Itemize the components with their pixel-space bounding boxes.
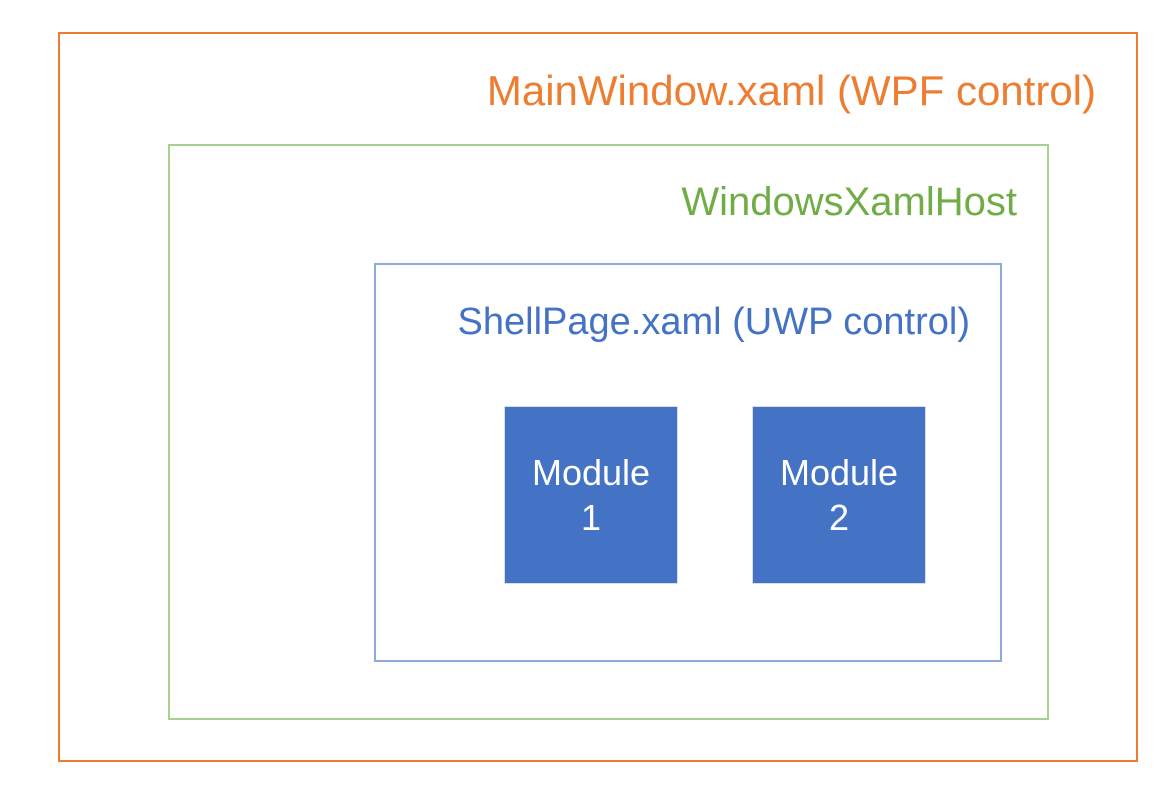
module-box-1-index: 1 — [580, 497, 602, 538]
layer-label-shellpage: ShellPage.xaml (UWP control) — [457, 301, 970, 343]
layer-windowsxamlhost: WindowsXamlHost ShellPage.xaml (UWP cont… — [168, 144, 1049, 720]
module-box-2: Module 2 — [752, 406, 926, 584]
layer-mainwindow-wpf: MainWindow.xaml (WPF control) WindowsXam… — [58, 32, 1138, 762]
module-box-2-name: Module — [779, 452, 899, 493]
module-box-1-name: Module — [531, 452, 651, 493]
modules-row: Module 1 Module 2 — [376, 406, 1000, 584]
layer-shellpage-uwp: ShellPage.xaml (UWP control) Module 1 Mo… — [374, 263, 1002, 662]
module-box-2-index: 2 — [828, 497, 850, 538]
module-box-1: Module 1 — [504, 406, 678, 584]
layer-label-windowsxamlhost: WindowsXamlHost — [681, 180, 1017, 224]
layer-label-mainwindow: MainWindow.xaml (WPF control) — [486, 67, 1096, 114]
